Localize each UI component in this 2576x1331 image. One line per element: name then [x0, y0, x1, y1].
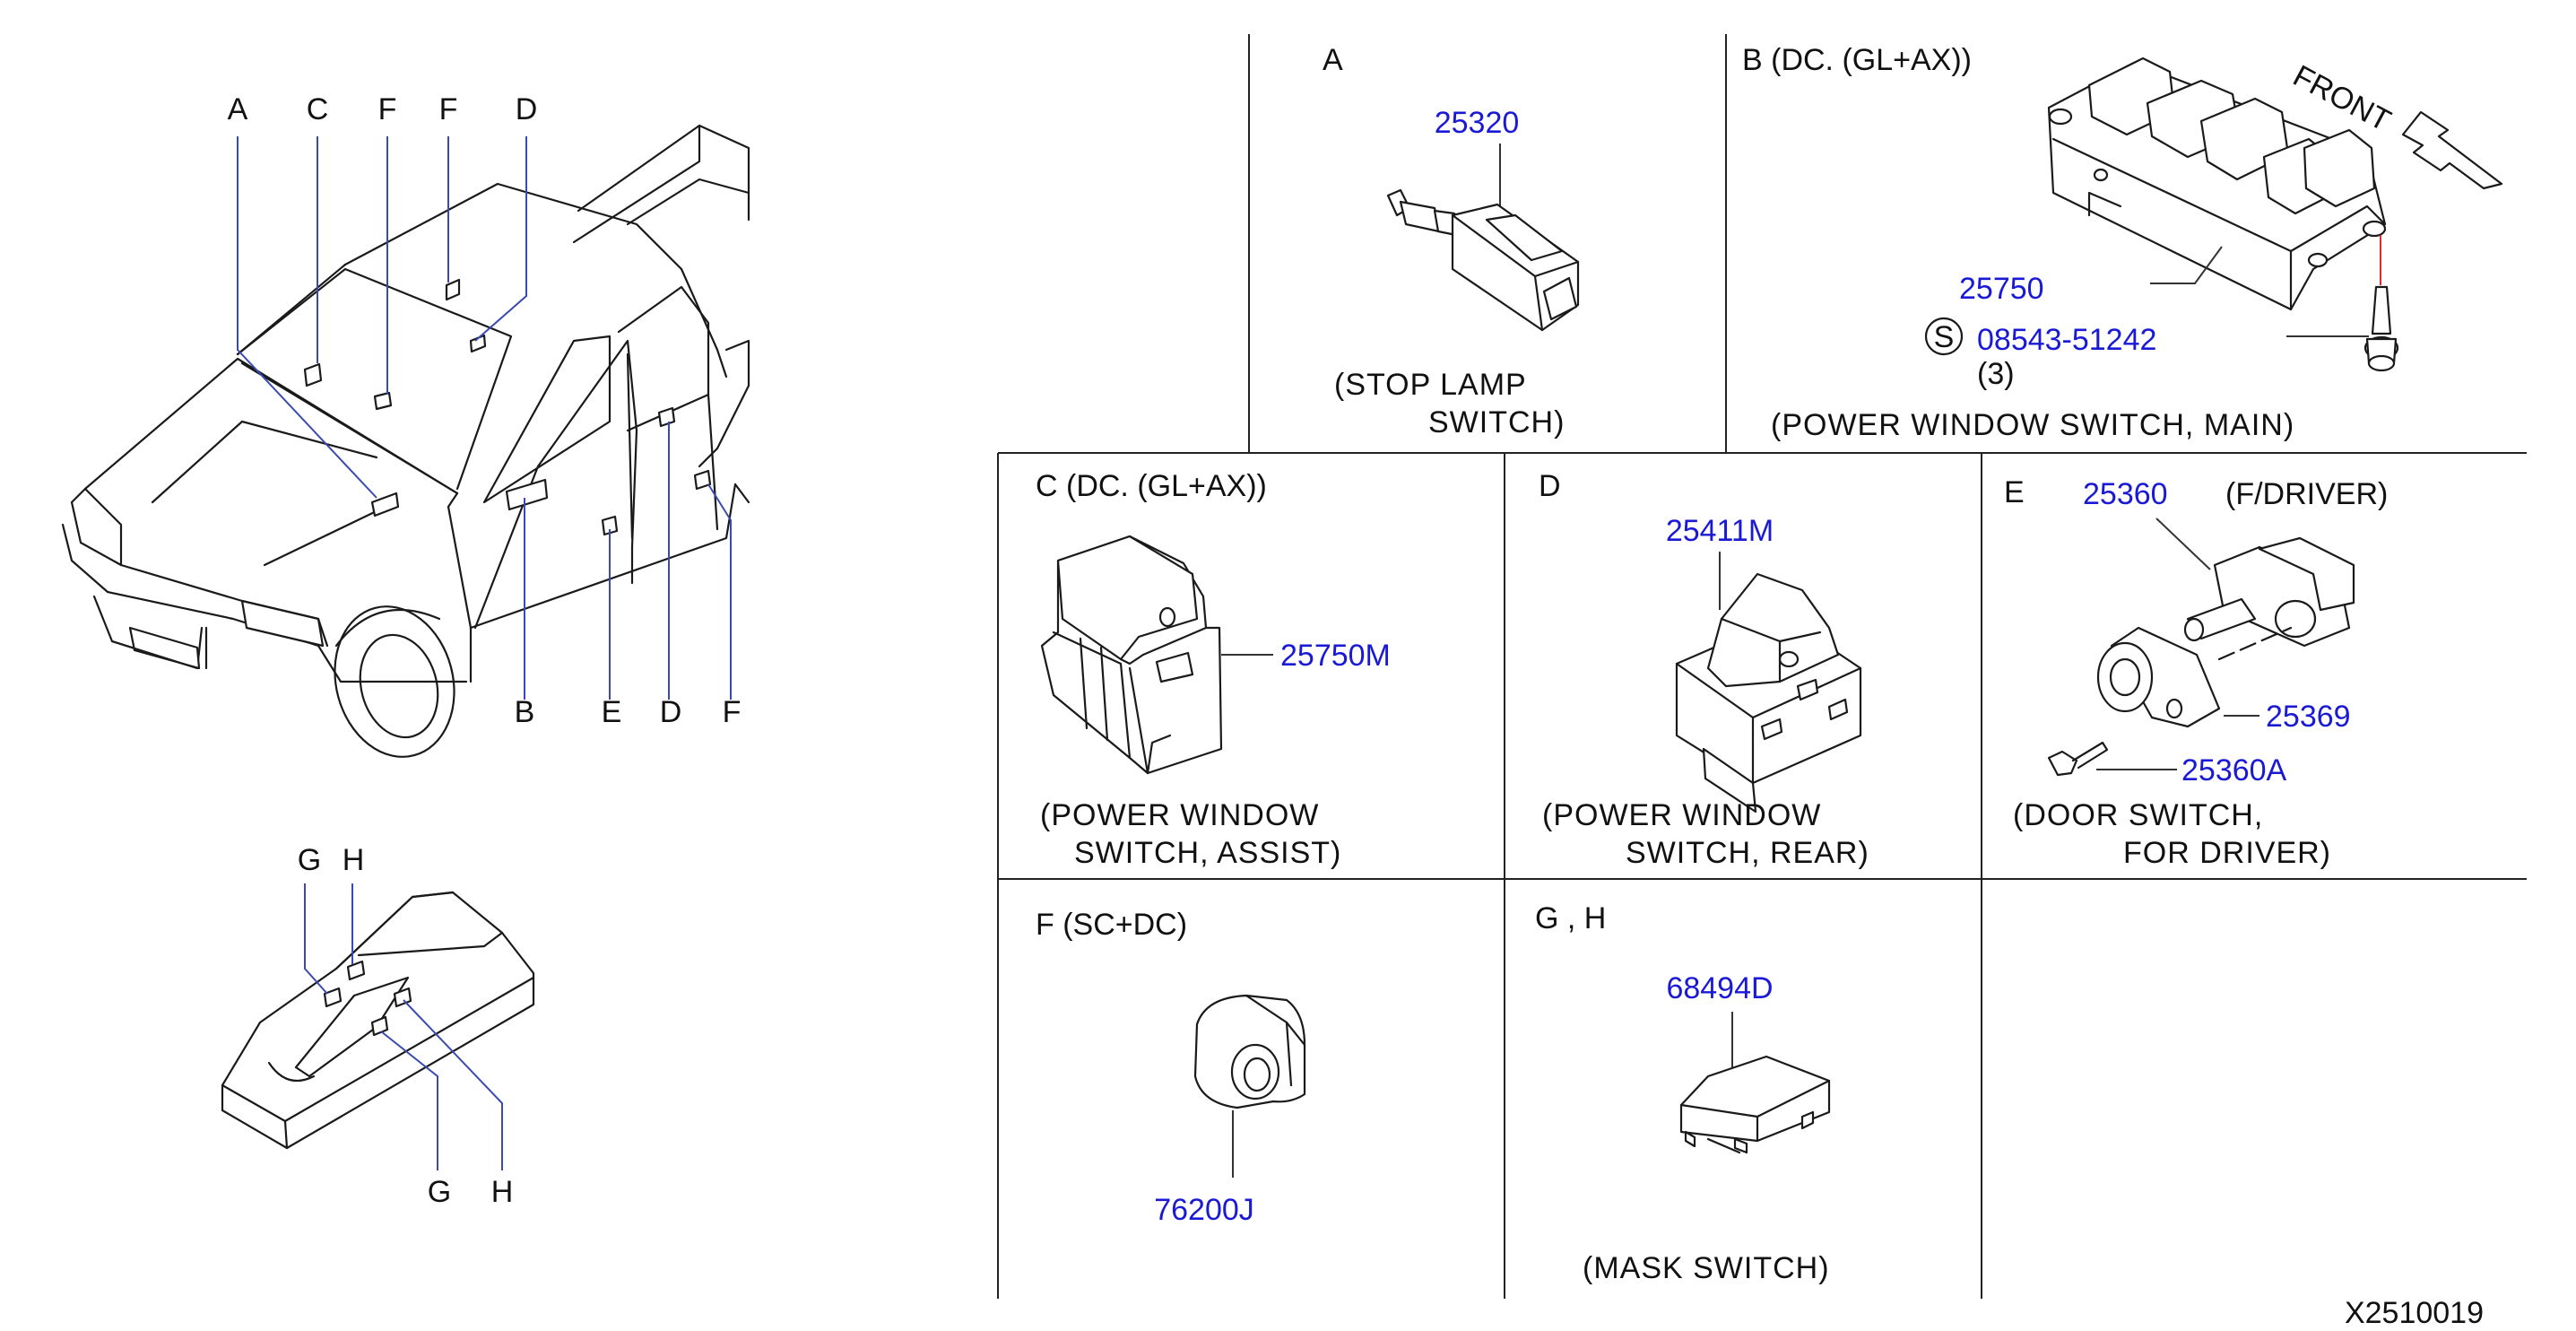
console-label-h: H: [343, 843, 365, 877]
panel-a-caption-2: SWITCH): [1428, 405, 1565, 439]
marker-b: [505, 478, 549, 511]
overview-label-f-2: F: [439, 92, 458, 126]
panel-f: F (SC+DC) 76200J: [1036, 908, 1306, 1227]
console-overview: [221, 883, 535, 1170]
panel-c: C (DC. (GL+AX)) 25750M (POWER WINDOW SWI…: [1036, 469, 1391, 870]
panel-a-caption-1: (STOP LAMP: [1334, 368, 1527, 402]
console-switch-g: [370, 1015, 389, 1037]
stop-lamp-switch: [1386, 188, 1580, 332]
screw-symbol: S: [1934, 320, 1955, 354]
console-label-g-2: G: [428, 1175, 451, 1209]
marker-f: [373, 391, 393, 411]
panel-d-caption-2: SWITCH, REAR): [1626, 836, 1869, 870]
panel-c-caption-1: (POWER WINDOW: [1040, 798, 1319, 832]
part-25750m: 25750M: [1280, 639, 1391, 673]
panel-e-letter: E: [2004, 475, 2025, 509]
power-window-switch-main: [2047, 57, 2387, 311]
panel-f-title: F (SC+DC): [1036, 908, 1187, 942]
console-switch-g-top: [323, 987, 343, 1008]
screw-quantity: (3): [1977, 357, 2015, 391]
marker-f-rear: [693, 469, 712, 491]
part-25360a: 25360A: [2181, 753, 2287, 787]
marker-e: [601, 515, 619, 536]
mask-switch: [1679, 1055, 1831, 1154]
panel-gh: G , H 68494D (MASK SWITCH): [1535, 901, 1831, 1285]
vehicle-overview: [61, 124, 750, 758]
panel-b-title: B (DC. (GL+AX)): [1742, 43, 1972, 77]
marker-d: [657, 406, 676, 428]
part-25360: 25360: [2083, 477, 2168, 511]
overview-label-f: F: [378, 92, 397, 126]
panel-gh-caption: (MASK SWITCH): [1583, 1251, 1830, 1285]
screw-symbol-circle: [1924, 317, 1964, 356]
part-25750: 25750: [1959, 272, 2044, 306]
grid-frame: [997, 34, 2527, 1299]
console-label-g: G: [298, 843, 321, 877]
overview-label-c: C: [307, 92, 329, 126]
part-76200j: 76200J: [1154, 1193, 1254, 1227]
overview-label-a: A: [228, 92, 248, 126]
panel-a-letter: A: [1323, 43, 1343, 77]
power-window-switch-rear: [1675, 572, 1862, 813]
marker-a: [370, 492, 400, 518]
panel-a: A 25320 (STOP LAMP SWITCH): [1323, 43, 1580, 439]
panel-c-title: C (DC. (GL+AX)): [1036, 469, 1267, 503]
panel-gh-title: G , H: [1535, 901, 1606, 935]
panel-d-letter: D: [1539, 469, 1561, 503]
panel-e: E 25360 (F/DRIVER) 25369 25360A (DOOR SW…: [2004, 475, 2388, 870]
part-25411m: 25411M: [1666, 514, 1774, 548]
panel-d: D 25411M (POWER WINDOW SWITCH, REAR): [1539, 469, 1869, 870]
part-25369: 25369: [2266, 700, 2351, 734]
marker-f-top: [445, 278, 461, 301]
diagram-id: X2510019: [2345, 1296, 2484, 1330]
front-arrow-icon: [2401, 110, 2503, 190]
overview-label-f-3: F: [723, 695, 742, 729]
panel-d-caption-1: (POWER WINDOW: [1542, 798, 1821, 832]
part-68494d: 68494D: [1666, 971, 1773, 1005]
panel-c-caption-2: SWITCH, ASSIST): [1074, 836, 1341, 870]
overview-label-d: D: [516, 92, 538, 126]
screw: [2364, 285, 2399, 372]
console-label-h-2: H: [491, 1175, 514, 1209]
part-25320: 25320: [1435, 106, 1520, 140]
overview-label-b: B: [515, 695, 535, 729]
overview-label-e: E: [602, 695, 622, 729]
overview-label-d-2: D: [660, 695, 682, 729]
console-switch-h: [393, 987, 412, 1008]
overview-top-labels: A C F F D: [228, 92, 538, 126]
marker-c: [303, 362, 323, 387]
panel-b: B (DC. (GL+AX)) FRONT 25750: [1742, 43, 2503, 442]
panel-e-caption-1: (DOOR SWITCH,: [2013, 798, 2263, 832]
power-window-switch-assist: [1040, 535, 1223, 775]
panel-b-caption: (POWER WINDOW SWITCH, MAIN): [1771, 408, 2294, 442]
panel-e-caption-2: FOR DRIVER): [2123, 836, 2331, 870]
part-08543-51242: 08543-51242: [1977, 323, 2156, 357]
door-switch-cap: [1193, 994, 1306, 1109]
panel-e-note: (F/DRIVER): [2225, 477, 2388, 511]
console-switch-h-top: [346, 960, 366, 981]
front-label: FRONT: [2287, 59, 2396, 139]
door-switch: [2047, 536, 2355, 777]
overview-bottom-labels: B E D F: [515, 695, 742, 729]
